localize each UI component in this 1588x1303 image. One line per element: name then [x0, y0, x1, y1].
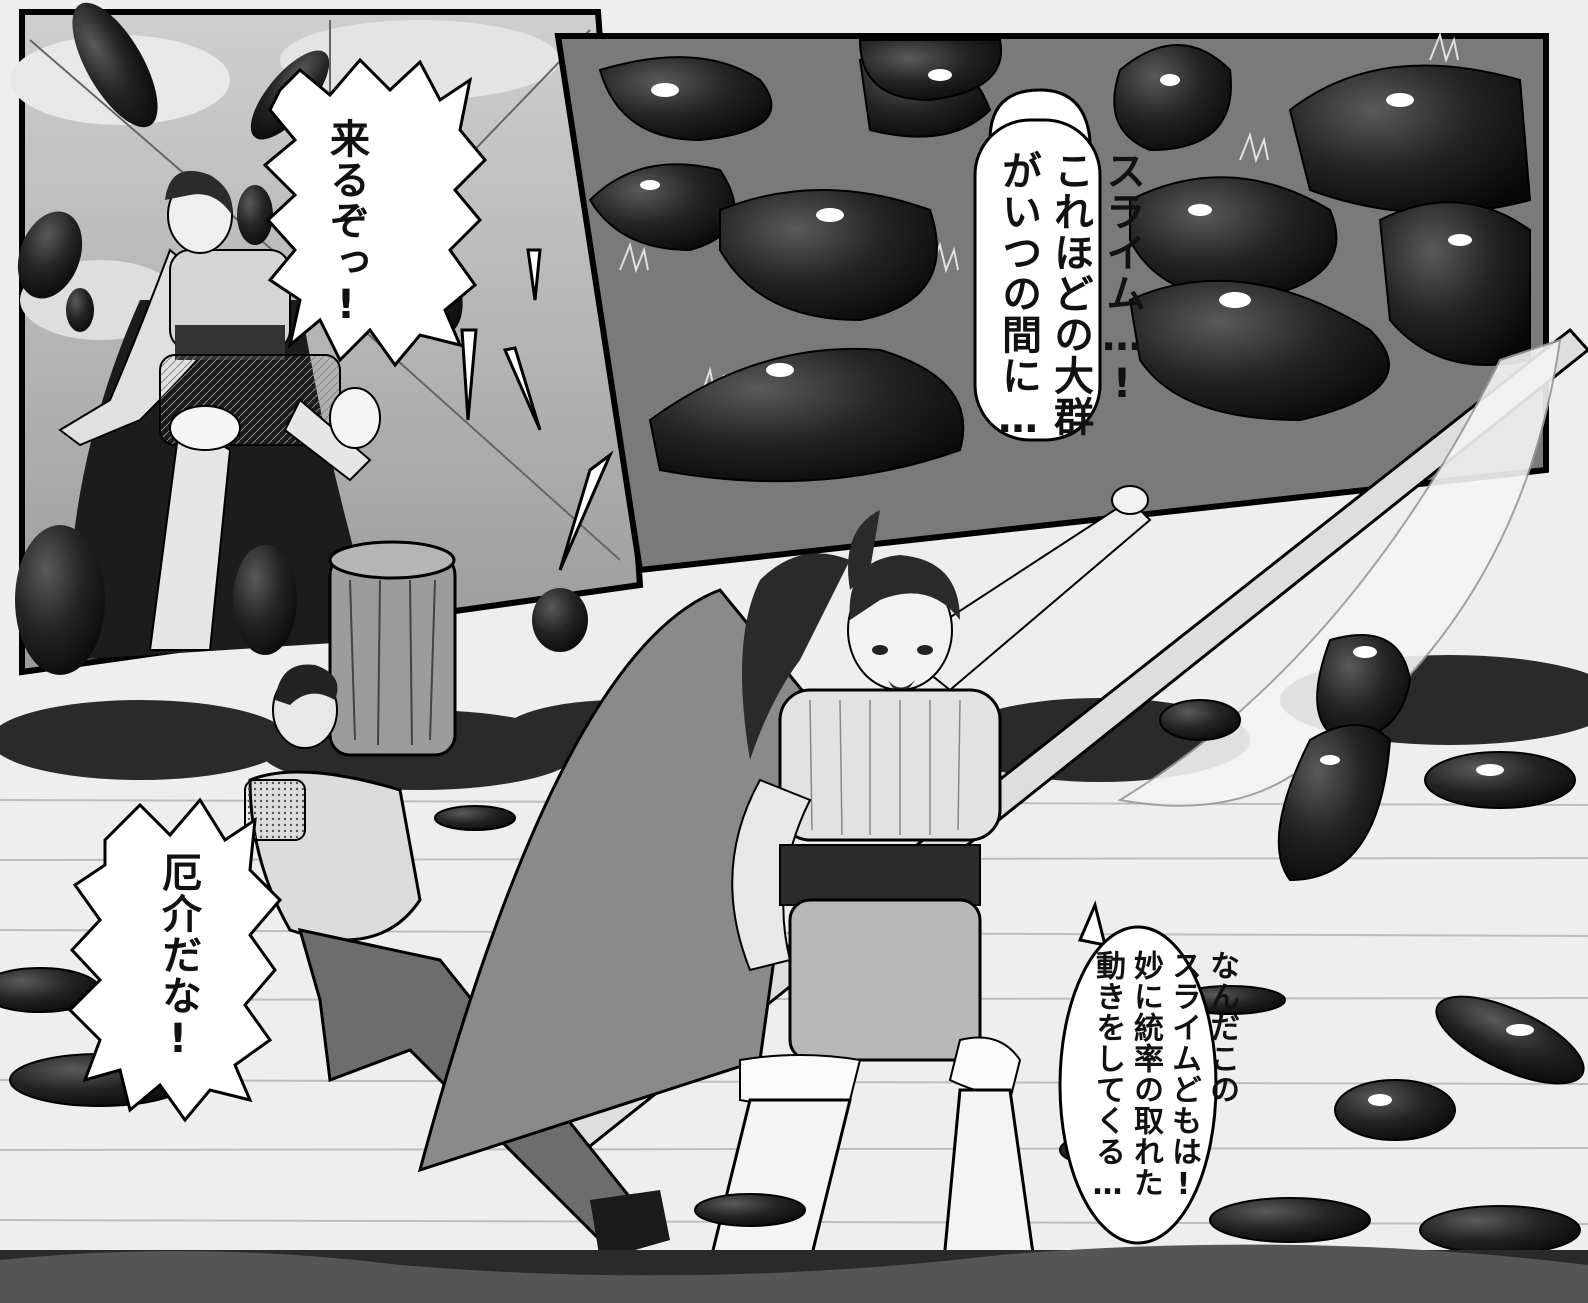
panel-1 [10, 2, 644, 676]
speech-text-panel2: スライム…! これほどの大群 がいつの間に… [995, 150, 1145, 443]
speech-text-woman: なんだこの スライムどもは! 妙に統率の取れた 動きをしてくる… [1090, 950, 1239, 1203]
sfx-slash-marks [460, 248, 614, 571]
speech-text-man: 厄介だな! [155, 852, 201, 1063]
speech-bubble-2-body [973, 118, 1102, 442]
speech-text-panel1: 来るぞっ! [323, 118, 369, 329]
panel-2 [554, 31, 1549, 574]
speech-bubble-3 [67, 797, 283, 1123]
sword-slash-arc [1117, 338, 1562, 807]
panel-3 [0, 327, 1588, 1303]
speech-bubble-1 [262, 57, 488, 368]
speech-bubble-4-tail [1077, 900, 1108, 947]
cape [417, 588, 812, 1173]
speech-bubble-4 [1058, 925, 1218, 1245]
woman-swordfighter [417, 485, 1152, 1303]
